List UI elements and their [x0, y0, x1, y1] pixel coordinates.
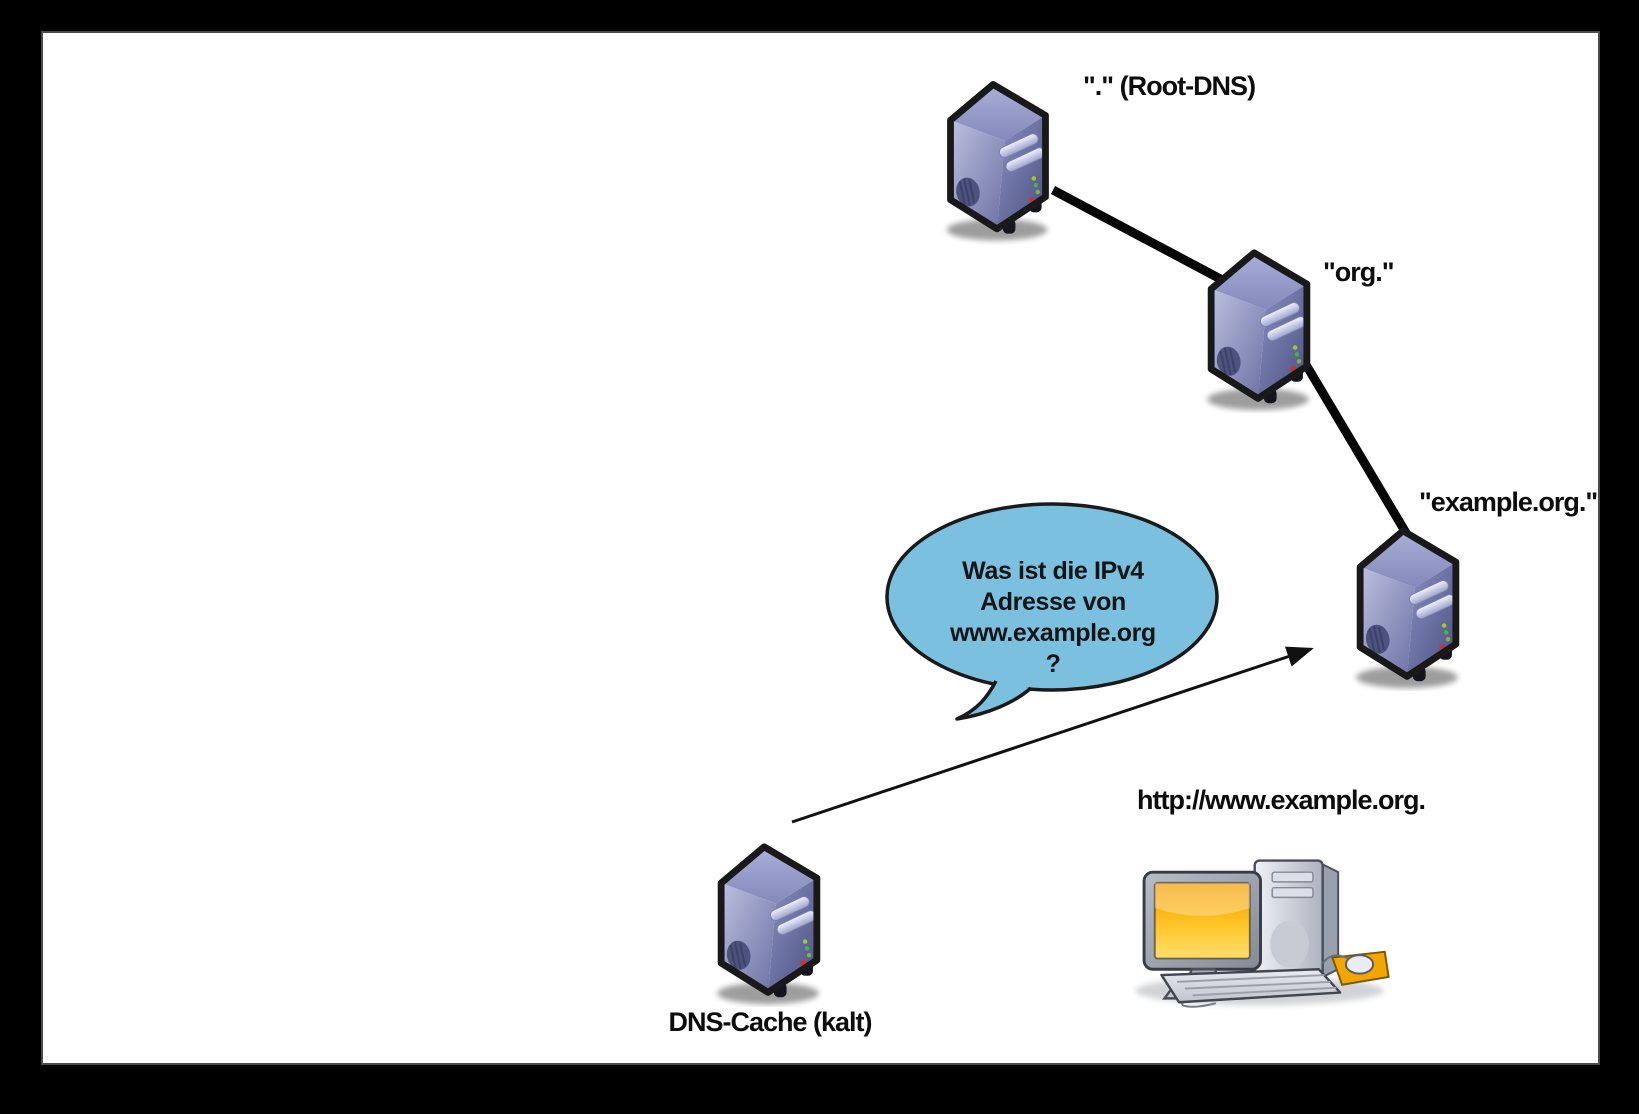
- bubble-line: ?: [1045, 650, 1061, 678]
- speech-bubble-text: Was ist die IPv4 Adresse von www.example…: [903, 538, 1203, 698]
- speech-bubble: [885, 502, 1219, 721]
- node-client-workstation: [1095, 845, 1395, 1015]
- bubble-line: Was ist die IPv4: [962, 557, 1144, 585]
- node-org: [1193, 245, 1325, 418]
- node-dns-cache: [703, 839, 835, 1012]
- label-org: "org.": [1323, 257, 1395, 287]
- server-icon: [1343, 523, 1473, 691]
- label-client-url: http://www.example.org.: [1137, 785, 1426, 815]
- workstation-icon: [1095, 845, 1395, 1010]
- node-root-dns: [935, 75, 1061, 250]
- node-example-org: [1343, 523, 1473, 696]
- bubble-line: Adresse von: [980, 588, 1126, 616]
- edge-root-to-org: [1050, 186, 1231, 287]
- label-dns-cache: DNS-Cache (kalt): [668, 1007, 872, 1037]
- server-icon: [1193, 245, 1325, 413]
- server-icon: [703, 839, 835, 1007]
- speech-bubble-body: [885, 502, 1219, 692]
- label-root-dns: "." (Root-DNS): [1083, 71, 1256, 101]
- bubble-line: www.example.org: [950, 619, 1156, 647]
- speech-bubble-tail: [955, 680, 1033, 721]
- arrow-cache-to-example: [791, 646, 1314, 824]
- edge-org-to-example: [1301, 360, 1419, 551]
- edges-layer: [791, 186, 1419, 824]
- server-icon: [935, 75, 1061, 245]
- label-example-org: "example.org.": [1419, 487, 1598, 517]
- diagram-canvas: "." (Root-DNS) "org." "example.org." DNS…: [41, 31, 1600, 1065]
